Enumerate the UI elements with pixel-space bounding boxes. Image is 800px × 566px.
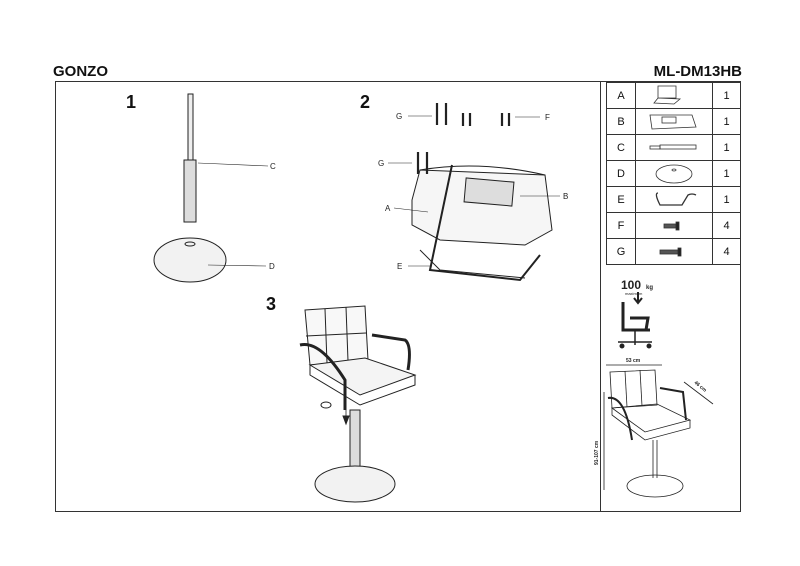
part-quantity: 4 [712, 212, 741, 239]
parts-table-row: C 1 [606, 134, 741, 161]
max-load-value: 100 [621, 278, 641, 292]
part-letter: F [606, 212, 636, 239]
label-c: C [270, 162, 276, 171]
parts-table-row: D 1 [606, 160, 741, 187]
seat-icon [653, 85, 682, 105]
gas-lift-icon [649, 144, 697, 150]
label-g-top: G [396, 112, 402, 121]
parts-table-row: A 1 [606, 82, 741, 109]
dimension-chair-illustration [603, 364, 714, 498]
step-1-number: 1 [126, 92, 137, 112]
step-3-assembled-chair-illustration [299, 305, 417, 503]
max-load-icon [618, 292, 652, 349]
short-bolt-icon [663, 221, 680, 231]
max-load-note: maximum [625, 291, 643, 296]
label-a: A [385, 204, 391, 213]
part-quantity: 1 [712, 82, 741, 109]
part-quantity: 1 [712, 108, 741, 135]
model-code: ML-DM13HB [653, 63, 742, 80]
label-b: B [563, 192, 568, 201]
part-letter: G [606, 238, 636, 265]
step-1-gas-lift-base-illustration [153, 93, 269, 283]
instruction-frame [55, 81, 741, 512]
armrest-frame-icon [655, 192, 697, 206]
part-quantity: 4 [712, 238, 741, 265]
step-2-number: 2 [360, 92, 371, 112]
part-image-cell [635, 160, 713, 187]
part-quantity: 1 [712, 134, 741, 161]
product-name: GONZO [53, 63, 108, 80]
label-f: F [545, 113, 550, 122]
label-d: D [269, 262, 275, 271]
part-image-cell [635, 238, 713, 265]
base-disc-icon [655, 164, 693, 184]
step-2-seat-mechanism-illustration [388, 103, 560, 282]
part-letter: C [606, 134, 636, 161]
parts-table-row: F 4 [606, 212, 741, 239]
dimension-depth: 46 cm [693, 380, 708, 394]
max-load-unit: kg [646, 285, 653, 291]
long-bolt-icon [659, 247, 682, 257]
part-quantity: 1 [712, 186, 741, 213]
step-3-number: 3 [266, 294, 277, 314]
parts-table-row: G 4 [606, 238, 741, 265]
mechanism-icon [649, 114, 697, 130]
panel-divider [600, 81, 601, 512]
label-g-left: G [378, 159, 384, 168]
dimension-height: 91-107 cm [594, 440, 600, 465]
label-e: E [397, 262, 402, 271]
part-image-cell [635, 212, 713, 239]
dimension-width: 53 cm [626, 358, 641, 364]
